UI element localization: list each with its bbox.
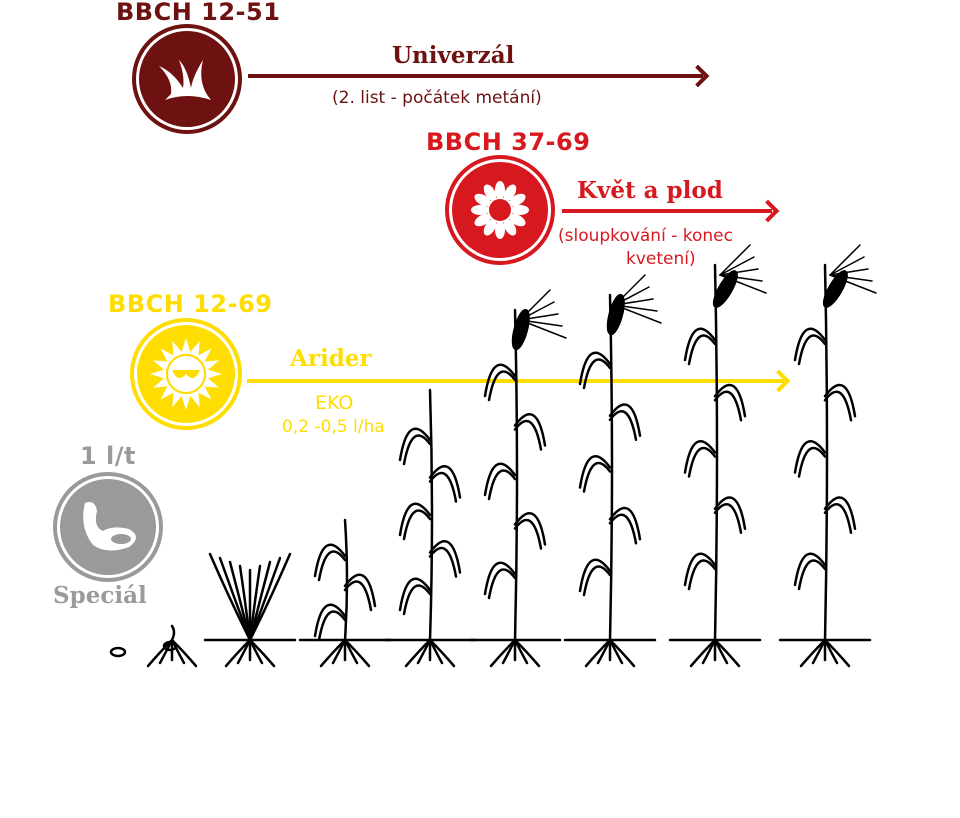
plant-stage-6: [468, 289, 567, 668]
universal-product: Univerzál: [392, 42, 515, 69]
plant-stage-3: [203, 552, 297, 668]
plant-stage-5: [383, 388, 477, 668]
arider-bbch: BBCH 12-69: [108, 290, 273, 318]
kvet-bbch: BBCH 37-69: [426, 128, 591, 156]
universal-bbch: BBCH 12-51: [116, 0, 281, 26]
kvet-arrow: [562, 209, 772, 213]
plant-stage-1: [109, 646, 127, 658]
plant-stage-9: [778, 244, 877, 668]
flower-icon: [445, 155, 555, 265]
plant-stage-2: [146, 624, 198, 668]
universal-arrow: [248, 74, 703, 78]
special-dose: 1 l/t: [80, 442, 137, 470]
grass-icon: [132, 24, 242, 134]
arider-eko: EKO: [315, 392, 354, 414]
plant-stage-4: [298, 518, 392, 668]
universal-stage: (2. list - počátek metání): [332, 88, 542, 108]
plant-stage-8: [668, 244, 767, 668]
arider-product: Arider: [290, 345, 372, 372]
special-product: Speciál: [53, 582, 147, 609]
kvet-stage-2: kvetení): [626, 249, 696, 269]
kvet-stage-1: (sloupkování - konec: [558, 226, 733, 246]
arider-dose: 0,2 -0,5 l/ha: [282, 417, 385, 437]
seed-icon: [53, 472, 163, 582]
plant-stage-7: [563, 274, 662, 668]
kvet-product: Květ a plod: [577, 177, 723, 204]
sun-sunglasses-icon: [130, 318, 242, 430]
